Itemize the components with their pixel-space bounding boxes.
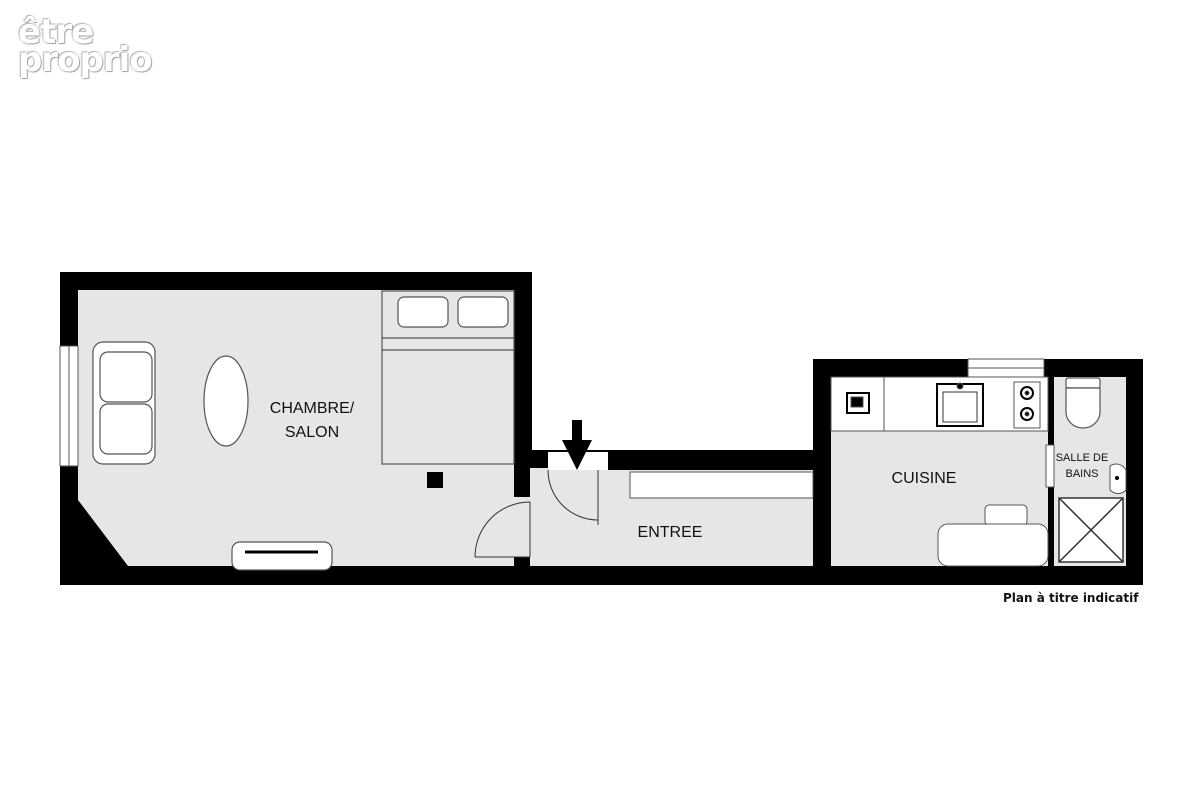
- door-chambre: [474, 501, 531, 558]
- door-entree: [547, 469, 599, 525]
- brand-logo: être proprio: [18, 12, 153, 80]
- windows: [59, 345, 1045, 467]
- microwave-icon: [846, 392, 870, 414]
- hob-icon: [1013, 381, 1041, 429]
- shower-icon: [1058, 497, 1124, 563]
- coffee-table: [203, 355, 249, 447]
- logo-line-1: être: [18, 12, 94, 52]
- double-bed: [381, 290, 515, 465]
- dining-table: [937, 504, 1049, 567]
- sofa: [92, 341, 156, 465]
- radiator: [231, 541, 333, 571]
- sink-bathroom-icon: [1109, 463, 1127, 494]
- nightstand: [427, 472, 443, 488]
- label-entree: ENTREE: [638, 524, 703, 541]
- toilet-icon: [1065, 377, 1101, 429]
- label-chambre-2: SALON: [285, 424, 339, 441]
- pillow-right: [457, 296, 509, 328]
- entree-cabinet: [629, 471, 814, 499]
- label-sdb-2: BAINS: [1065, 468, 1098, 480]
- pillow-left: [397, 296, 449, 328]
- sink-icon: [936, 382, 984, 427]
- plan-caption: Plan à titre indicatif: [1003, 591, 1139, 605]
- entrance-arrow-icon: [562, 420, 592, 470]
- door-bathroom: [1045, 444, 1055, 488]
- label-sdb-1: SALLE DE: [1056, 452, 1109, 464]
- kitchen-counter: [830, 376, 1049, 432]
- label-chambre-1: CHAMBRE/: [270, 400, 355, 417]
- label-cuisine: CUISINE: [892, 470, 957, 487]
- logo-line-2: proprio: [18, 40, 153, 80]
